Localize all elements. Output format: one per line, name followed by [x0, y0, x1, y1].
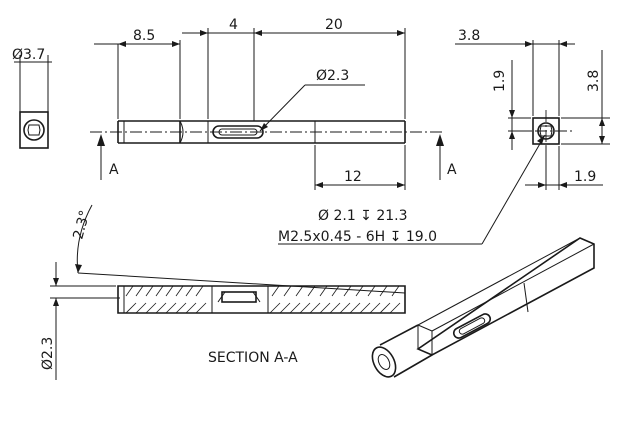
dim-4-label: 4: [229, 17, 238, 33]
dim-3-8-width-label: 3.8: [458, 28, 480, 44]
dim-3-8-width: [455, 40, 575, 116]
dim-1-9-vertical: [508, 60, 531, 150]
dim-12: [314, 145, 406, 190]
dim-slot-diameter: [259, 84, 365, 132]
dim-taper-angle-label: 2.3°: [70, 209, 93, 241]
end-view-round: [14, 55, 52, 149]
dim-1-9-horizontal-label: 1.9: [574, 169, 596, 185]
section-label: SECTION A-A: [208, 350, 298, 366]
dim-8-5: [94, 40, 181, 119]
section-arrow-right: [436, 134, 444, 180]
isometric-view: [371, 237, 595, 378]
dim-20: [254, 28, 406, 119]
dim-section-diameter-label: Ø2.3: [40, 337, 56, 370]
section-arrow-left: [97, 134, 105, 180]
side-view: [90, 120, 445, 144]
dim-1-9-horizontal: [525, 146, 603, 190]
dim-8-5-label: 8.5: [133, 28, 155, 44]
dim-4: [182, 28, 262, 121]
dim-end-diameter: Ø3.7: [12, 47, 45, 63]
dim-3-8-height-label: 3.8: [586, 70, 602, 92]
note-thread: M2.5x0.45 - 6H ↧ 19.0: [278, 229, 437, 245]
dim-section-diameter: [50, 262, 116, 380]
section-mark-right: A: [447, 162, 457, 178]
dim-20-label: 20: [325, 17, 343, 33]
dim-3-8-height: [561, 50, 610, 145]
note-drill: Ø 2.1 ↧ 21.3: [318, 208, 408, 224]
notes-leader: [278, 134, 546, 245]
dim-taper-angle: [75, 204, 93, 274]
dim-slot-diameter-label: Ø2.3: [316, 68, 349, 84]
dim-1-9-vertical-label: 1.9: [492, 70, 508, 92]
section-view: [60, 272, 406, 314]
section-mark-left: A: [109, 162, 119, 178]
dim-12-label: 12: [344, 169, 362, 185]
